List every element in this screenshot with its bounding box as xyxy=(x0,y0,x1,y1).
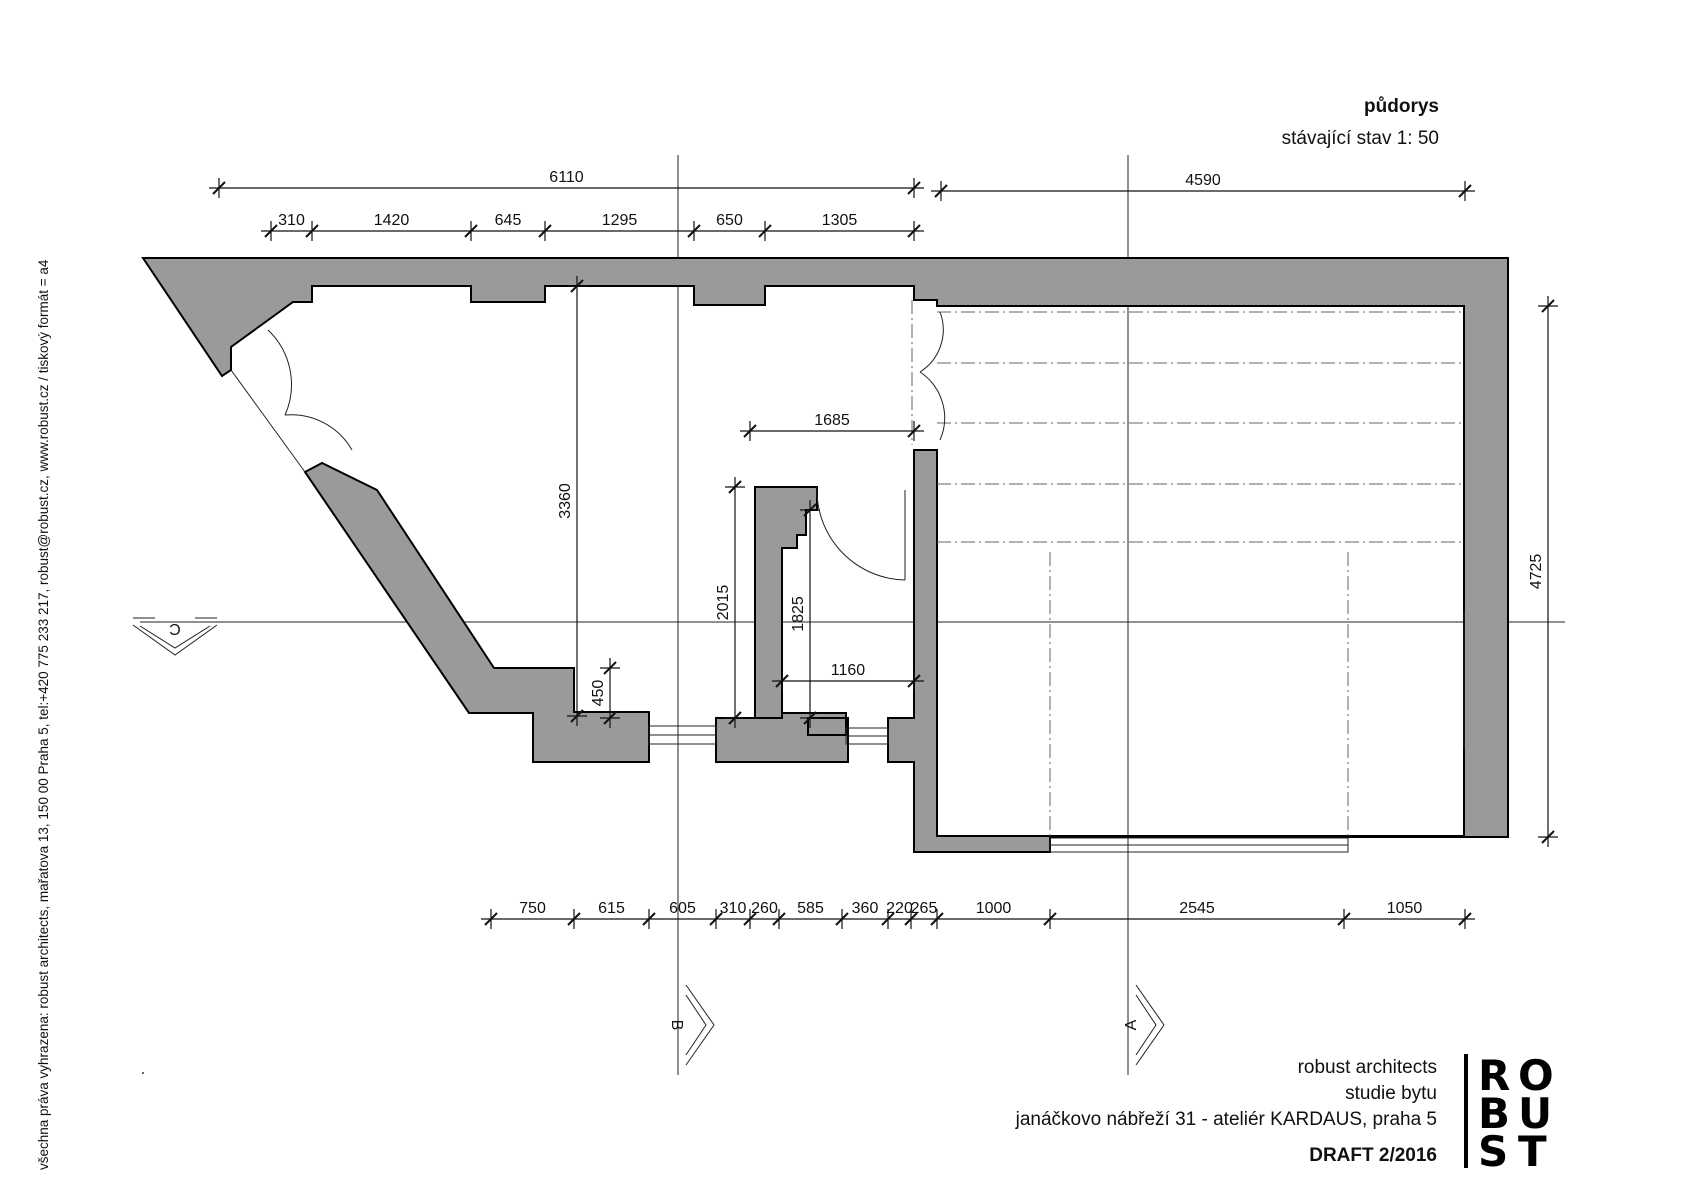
dimension-label: 650 xyxy=(716,212,743,229)
firm-name: robust architects xyxy=(1297,1057,1437,1078)
dimension-label: 1050 xyxy=(1387,900,1423,917)
dimension-label: 360 xyxy=(852,900,879,917)
dimension-label: 3360 xyxy=(557,483,574,519)
copyright-note: všechna práva vyhrazena: robust architec… xyxy=(36,259,51,1170)
project-name: studie bytu xyxy=(1345,1083,1437,1104)
dimension-label: 2015 xyxy=(715,585,732,621)
dimension-lines: 6110 4590 310 1420 645 1295 650 1305 750 615 605 31… xyxy=(209,169,1558,929)
dimension-label: 4725 xyxy=(1528,554,1545,590)
draft-label: DRAFT 2/2016 xyxy=(1309,1145,1437,1166)
section-label-c: C xyxy=(169,620,181,637)
section-label-b: B xyxy=(668,1020,685,1031)
dimension-label: 645 xyxy=(495,212,522,229)
dimension-label: 605 xyxy=(669,900,696,917)
dimension-label: 750 xyxy=(519,900,546,917)
dimension-label: 450 xyxy=(590,680,607,707)
dimension-label: 1160 xyxy=(831,662,866,679)
dimension-label: 1000 xyxy=(976,900,1012,917)
dimension-label: 585 xyxy=(797,900,824,917)
dimension-label: 265 xyxy=(911,900,938,917)
logo-letter: O xyxy=(1518,1054,1554,1100)
section-marker-a: A xyxy=(1123,984,1165,1066)
section-marker-c: C xyxy=(132,617,218,656)
windows-bottom xyxy=(648,725,1349,853)
dimension-label: 4590 xyxy=(1185,172,1221,189)
doors xyxy=(230,311,946,581)
dimension-label: 1305 xyxy=(822,212,858,229)
project-address: janáčkovo nábřeží 31 - ateliér KARDAUS, … xyxy=(1015,1109,1437,1130)
dimension-label: 1295 xyxy=(602,212,638,229)
logo-letter: R xyxy=(1478,1054,1510,1100)
logo-letter: U xyxy=(1518,1089,1552,1138)
dimension-label: 220 xyxy=(886,900,913,917)
dimension-label: 1825 xyxy=(790,596,807,632)
dimension-label: 6110 xyxy=(549,169,584,186)
dimension-label: 615 xyxy=(598,900,625,917)
dimension-label: 1420 xyxy=(374,212,410,229)
dimension-label: 2545 xyxy=(1179,900,1215,917)
logo-letter: S xyxy=(1478,1127,1508,1168)
dimension-label: 260 xyxy=(751,900,778,917)
dimension-label: 310 xyxy=(720,900,747,917)
section-label-a: A xyxy=(1123,1019,1140,1030)
dimension-label: 310 xyxy=(278,212,305,229)
plan-subtitle: stávající stav 1: 50 xyxy=(1281,128,1439,149)
logo-letter: B xyxy=(1478,1089,1510,1138)
plan-title: půdorys xyxy=(1364,96,1439,117)
hidden-lines xyxy=(911,300,1464,836)
logo-letter: T xyxy=(1518,1127,1547,1168)
walls xyxy=(141,257,1509,853)
dimension-label: 1685 xyxy=(814,412,850,429)
section-marker-b: B xyxy=(668,984,715,1066)
